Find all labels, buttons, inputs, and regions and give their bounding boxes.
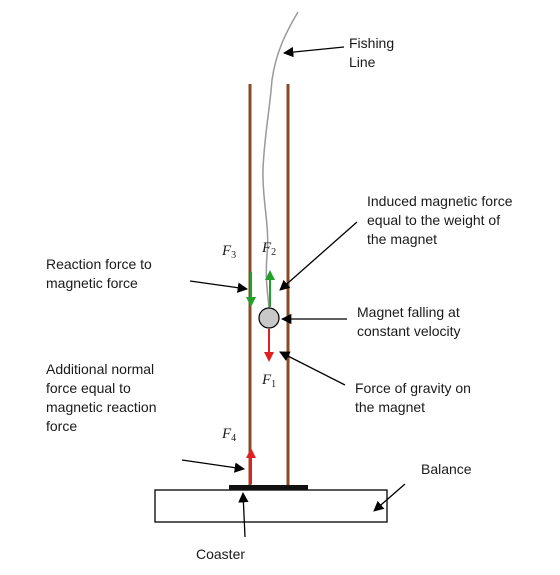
label-normal-force: Additional normal force equal to magneti… — [46, 361, 160, 434]
pointer-fishing-line — [282, 46, 345, 58]
force-label-f3: F3 — [221, 243, 236, 261]
force-label-f2: F2 — [261, 240, 276, 258]
pointer-reaction-force — [189, 280, 249, 293]
label-fishing-line: Fishing Line — [349, 35, 398, 70]
pointer-normal-force — [181, 459, 246, 473]
coaster — [229, 485, 308, 490]
pointer-gravity — [279, 351, 346, 386]
label-magnet-falling: Magnet falling at constant velocity — [357, 304, 464, 339]
pointer-balance — [373, 483, 406, 512]
magnet — [258, 307, 280, 329]
label-induced-force: Induced magnetic force equal to the weig… — [367, 193, 516, 247]
balance-body — [154, 489, 388, 523]
pointer-induced-force — [279, 221, 358, 291]
label-coaster: Coaster — [196, 546, 245, 562]
pointer-coaster — [238, 491, 249, 538]
force-label-f1: F1 — [261, 372, 276, 390]
force-label-f4: F4 — [221, 426, 236, 444]
label-gravity-force: Force of gravity on the magnet — [355, 380, 475, 415]
label-reaction-force: Reaction force to magnetic force — [46, 256, 156, 291]
fishing-line — [262, 11, 299, 309]
label-balance: Balance — [421, 461, 472, 477]
